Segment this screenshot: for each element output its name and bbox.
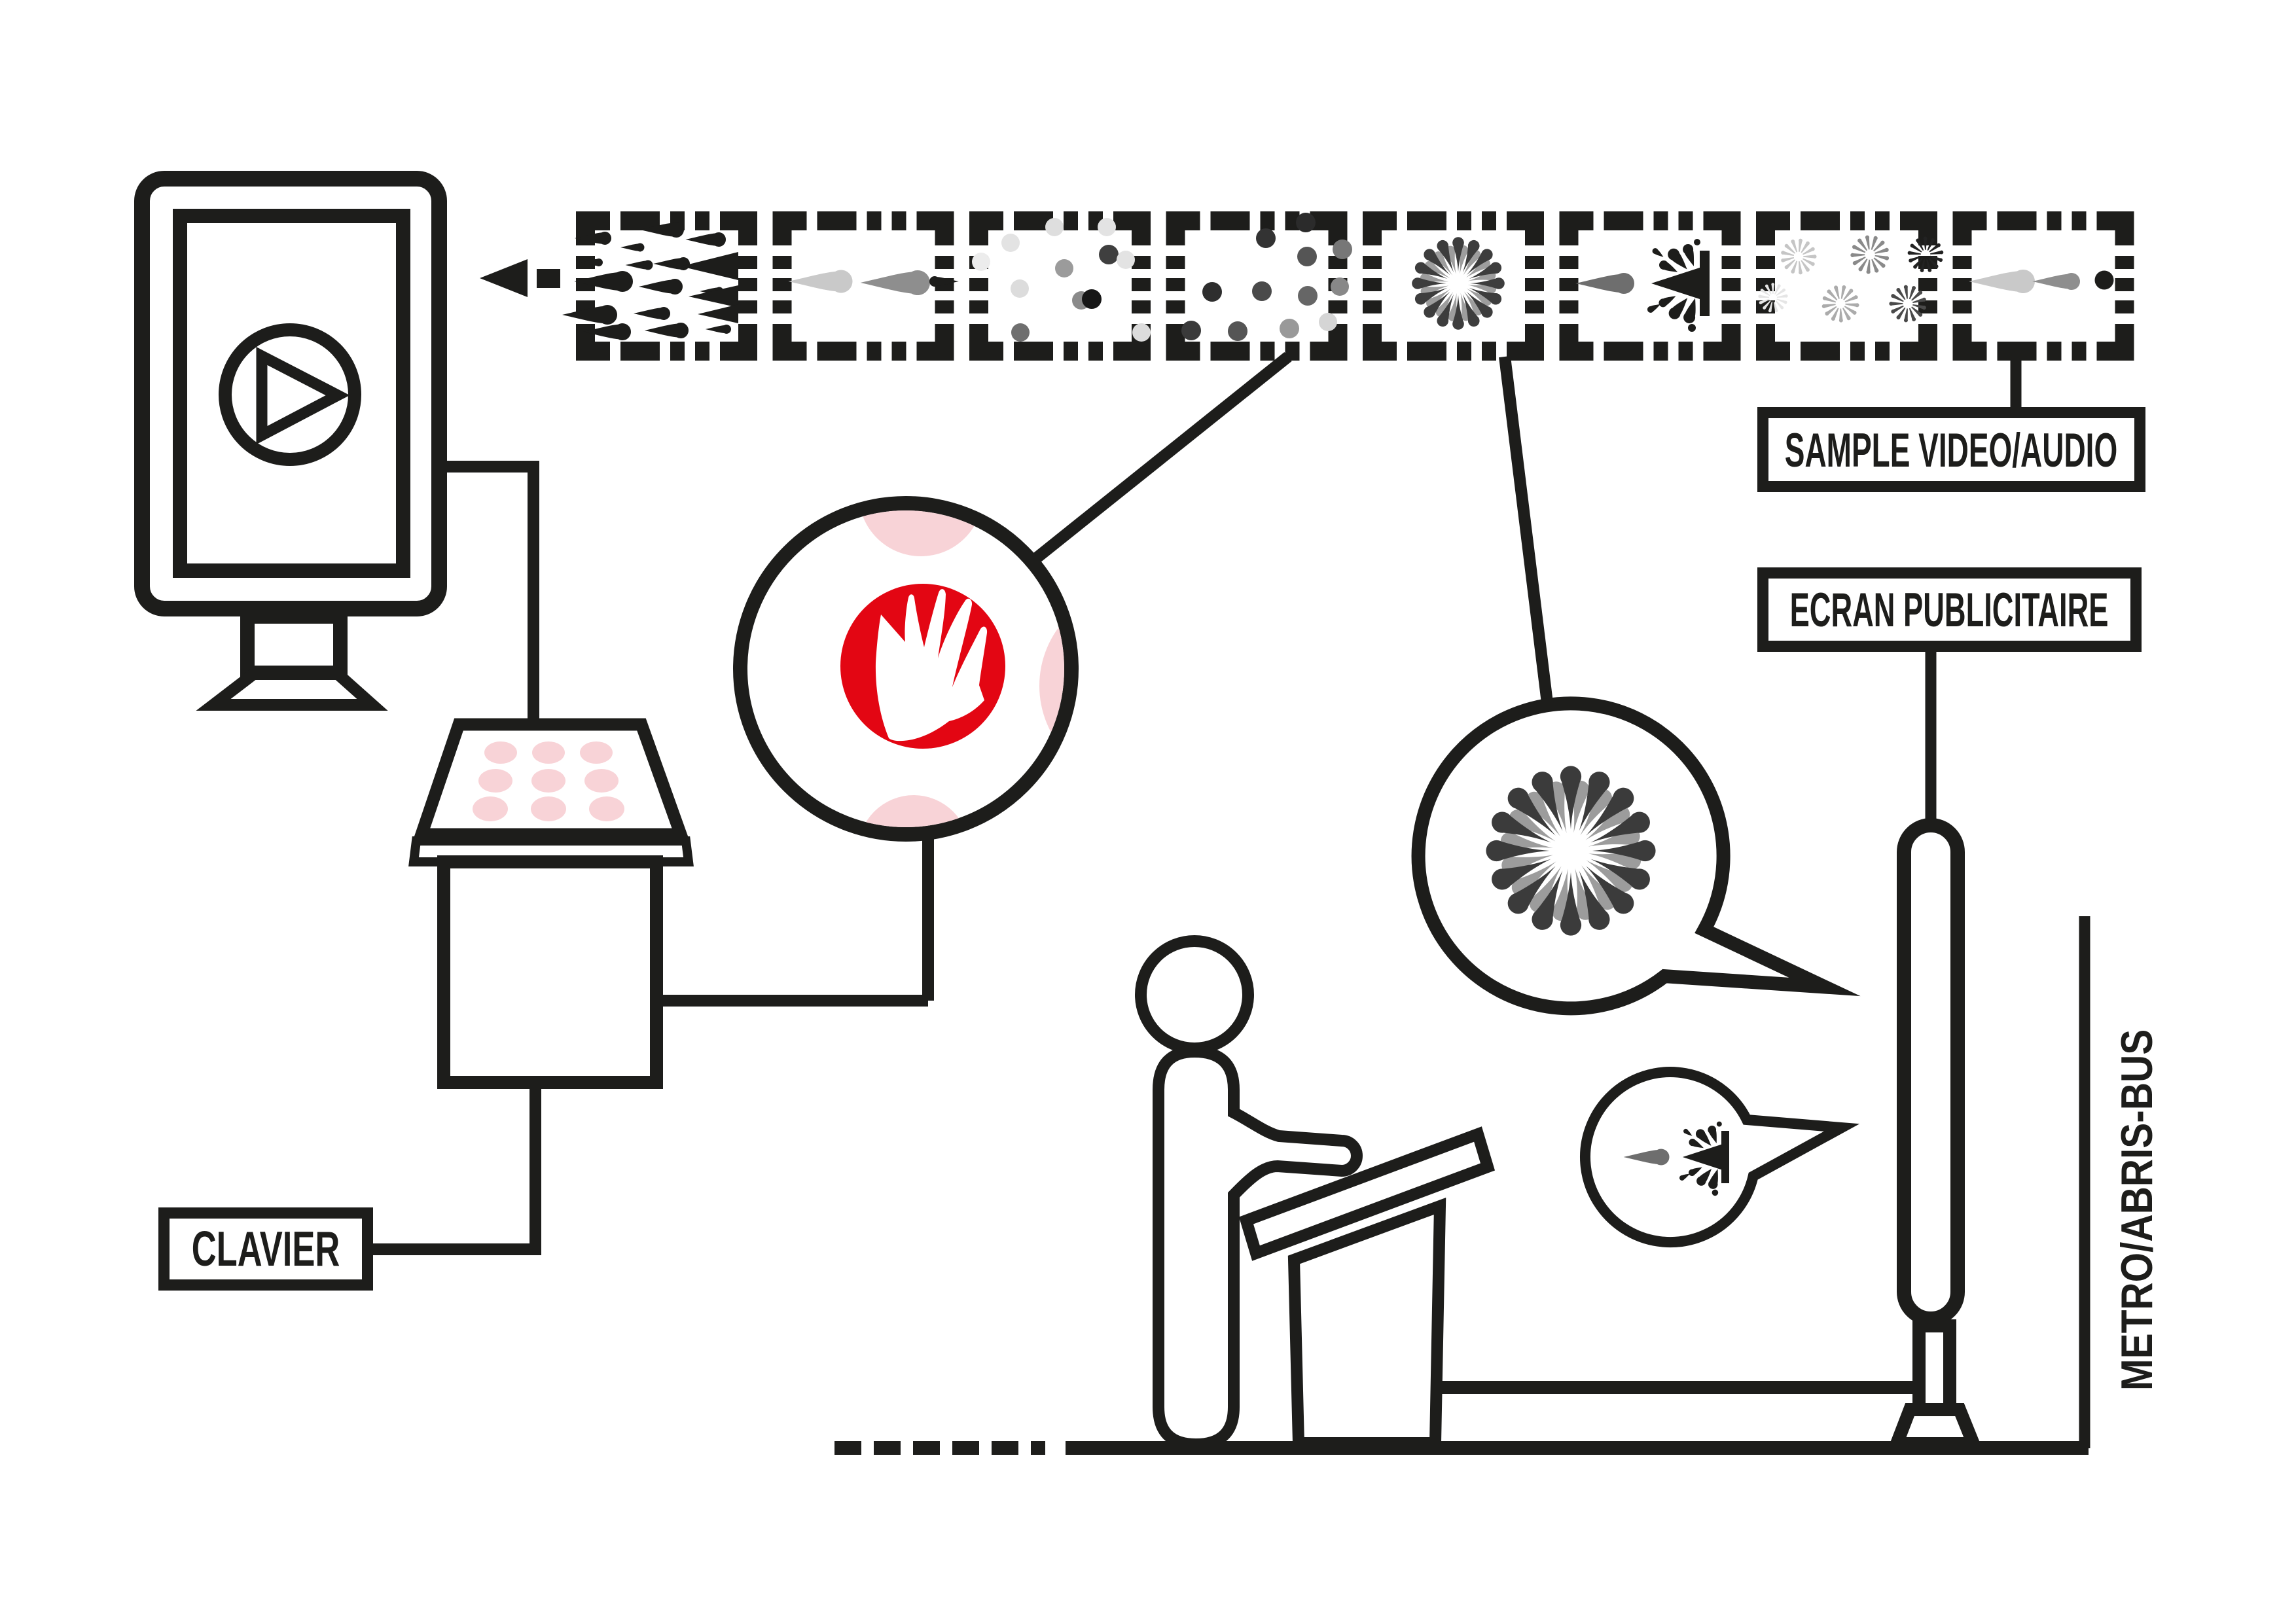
svg-text:ECRAN PUBLICITAIRE: ECRAN PUBLICITAIRE	[1790, 583, 2109, 637]
svg-text:CLAVIER: CLAVIER	[192, 1221, 340, 1277]
svg-text:SAMPLE VIDEO/AUDIO: SAMPLE VIDEO/AUDIO	[1785, 423, 2117, 476]
svg-text:METRO/ABRIS-BUS: METRO/ABRIS-BUS	[2113, 1029, 2162, 1391]
